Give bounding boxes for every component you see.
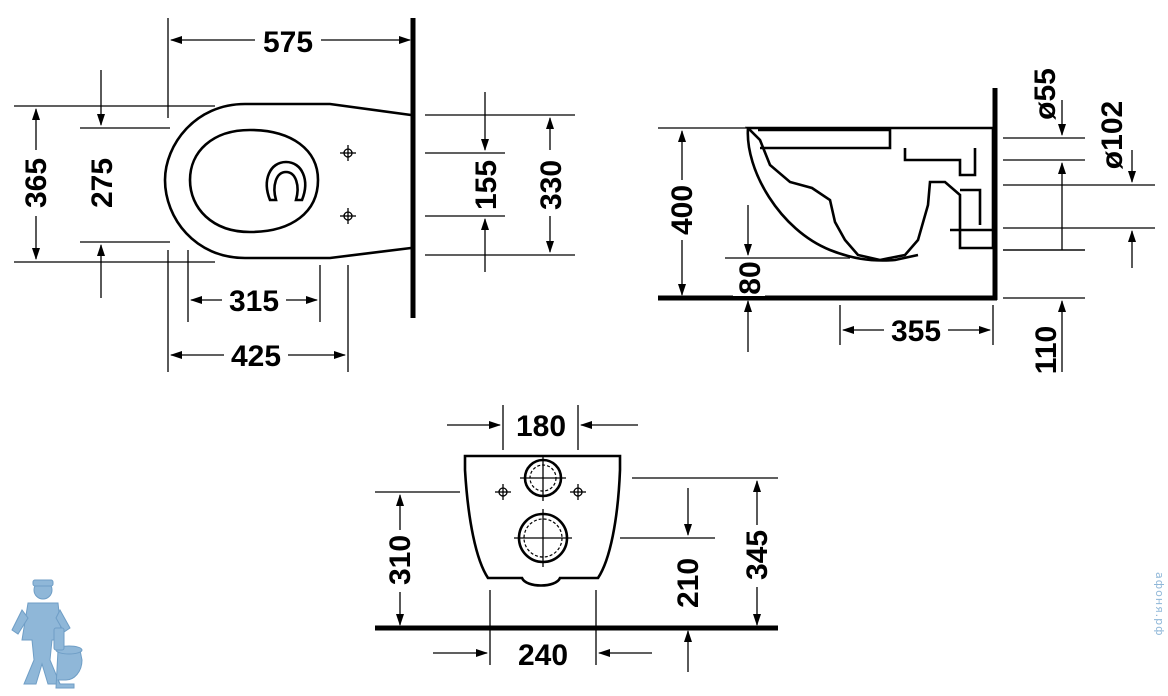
bolt-hole-lower: [340, 208, 356, 224]
dim-425: 425: [231, 340, 281, 373]
rear-bolt-right: [570, 484, 586, 500]
dim-310: 310: [384, 535, 417, 585]
pan-outer: [746, 127, 919, 262]
dim-240: 240: [518, 639, 568, 672]
upper-inlet-circle: [520, 455, 566, 501]
dim-400: 400: [666, 185, 699, 235]
outlet-pipe: [903, 148, 982, 225]
side-view: 400 80 355 ø55 ø102 110: [658, 68, 1155, 374]
top-view: 575 365 275 155 330 315 425: [14, 18, 575, 373]
dim-o55: ø55: [1029, 68, 1062, 120]
dim-575: 575: [263, 26, 313, 59]
rear-view: 180 310 210 345 240: [375, 405, 778, 672]
bowl-outline: [163, 102, 412, 260]
seat-opening: [188, 128, 320, 234]
dim-o102: ø102: [1096, 101, 1129, 169]
dim-155: 155: [470, 160, 503, 210]
dim-315: 315: [229, 285, 279, 318]
seat-top: [758, 128, 892, 150]
flush-rim: [265, 160, 307, 202]
dim-80: 80: [734, 261, 767, 294]
bolt-hole-upper: [340, 145, 356, 161]
dim-330: 330: [535, 160, 568, 210]
dim-345: 345: [741, 530, 774, 580]
dim-110: 110: [1030, 326, 1063, 374]
rear-outline: [463, 454, 622, 587]
dim-210: 210: [672, 558, 705, 608]
site-watermark: афоня.рф: [1153, 572, 1166, 637]
rear-bolt-left: [495, 484, 511, 500]
dim-180: 180: [516, 410, 566, 443]
plumber-mascot-icon: [11, 579, 83, 689]
lower-outlet-circle: [514, 509, 572, 567]
pan-profile: [744, 126, 995, 262]
dim-275: 275: [86, 158, 119, 208]
dim-355: 355: [891, 315, 941, 348]
dim-365: 365: [20, 158, 53, 208]
